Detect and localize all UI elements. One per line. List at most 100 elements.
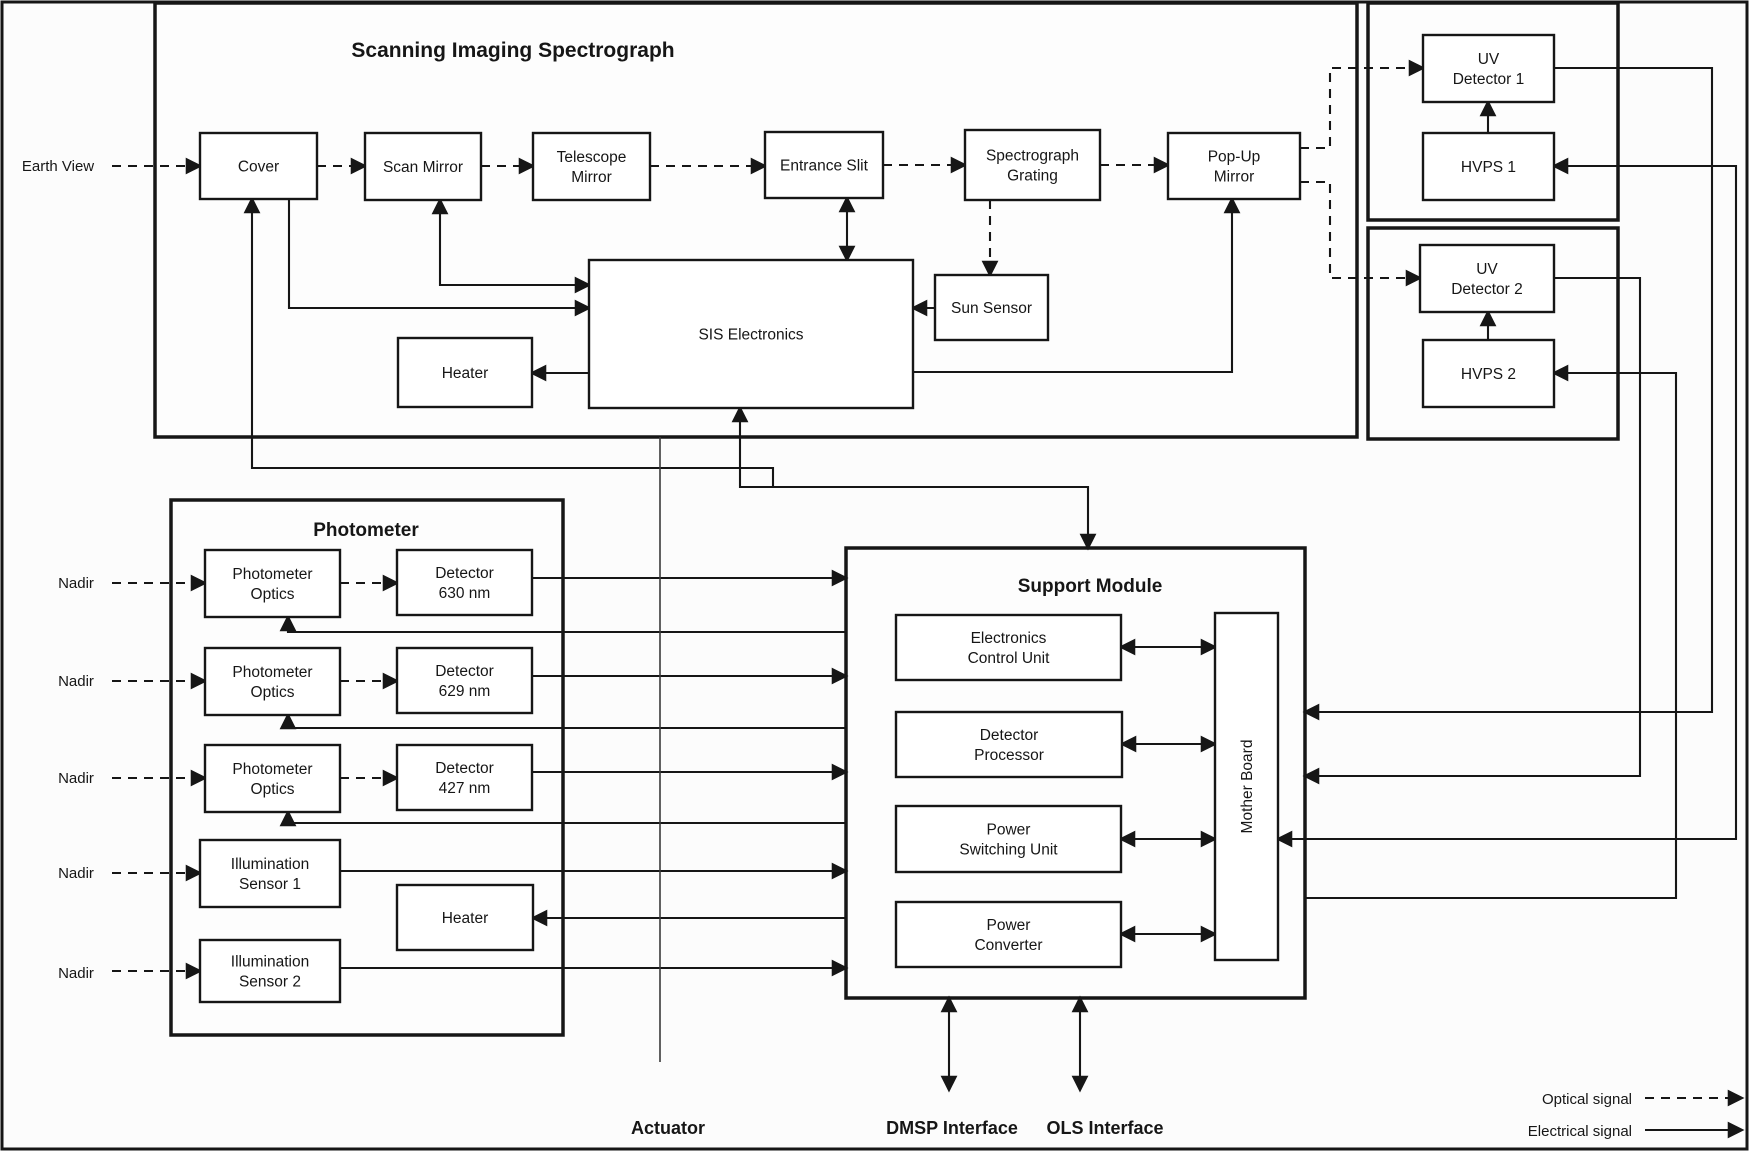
- node-entrance-slit-label: Entrance Slit: [780, 158, 869, 175]
- node-telescope-mirror-box: [531, 131, 652, 202]
- label-nadir-5: Nadir: [58, 965, 94, 982]
- label-ols-interface: OLS Interface: [1046, 1118, 1163, 1138]
- node-sis-electronics-box: [587, 258, 915, 410]
- node-detector-630nm-box: [395, 548, 534, 617]
- node-illumination-sensor-1-box: [198, 838, 342, 909]
- node-sis-heater-box: [396, 336, 534, 409]
- edge-sis-to-popup-mirror: [913, 196, 1241, 374]
- node-scan-mirror-box: [363, 131, 483, 202]
- label-nadir-4: Nadir: [58, 865, 94, 882]
- node-illumination-sensor-2-box: [198, 938, 342, 1004]
- node-power-switching-unit-box: [894, 804, 1123, 874]
- node-sun-sensor-label: Sun Sensor: [951, 300, 1032, 317]
- node-hvps-1-box: [1421, 131, 1556, 202]
- edge-scan-mirror-sis-link: [431, 197, 592, 294]
- node-popup-mirror-box: [1166, 131, 1302, 201]
- node-hvps-1: HVPS 1: [1421, 131, 1556, 202]
- node-mother-board-box: [1213, 611, 1280, 962]
- node-sis-heater-label: Heater: [442, 365, 489, 382]
- node-hvps-1-label: HVPS 1: [1461, 159, 1516, 176]
- node-photometer-optics-2-box: [203, 646, 342, 717]
- node-scan-mirror-label: Scan Mirror: [383, 159, 463, 176]
- node-scan-mirror: Scan Mirror: [363, 131, 483, 202]
- node-sis-electronics-label: SIS Electronics: [698, 327, 803, 344]
- node-sis-electronics: SIS Electronics: [587, 258, 915, 410]
- node-entrance-slit-box: [763, 130, 885, 200]
- node-cover: Cover: [198, 131, 319, 201]
- node-hvps-2-box: [1421, 338, 1556, 409]
- node-hvps-2-label: HVPS 2: [1461, 366, 1516, 383]
- node-mother-board: Mother Board: [1213, 611, 1280, 962]
- node-detector-427nm-box: [395, 743, 534, 812]
- node-sun-sensor-box: [933, 273, 1050, 342]
- node-detector-629nm-box: [395, 646, 534, 715]
- node-uv-detector-1-box: [1421, 33, 1556, 104]
- edge-support-to-hvps2: [1305, 364, 1678, 900]
- node-uv-detector-2-box: [1418, 243, 1556, 314]
- node-power-converter-box: [894, 900, 1123, 969]
- node-detector-processor-box: [894, 710, 1124, 779]
- label-nadir-3: Nadir: [58, 770, 94, 787]
- node-photometer-heater-label: Heater: [442, 910, 489, 927]
- edge-uv-detector-1-to-support: [1302, 66, 1714, 721]
- label-legend-optical: Optical signal: [1542, 1091, 1632, 1108]
- node-mother-board-label: Mother Board: [1239, 740, 1256, 834]
- edge-uv-detector-2-to-support: [1302, 276, 1642, 785]
- edge-sis-support-link: [731, 405, 1097, 551]
- label-nadir-1: Nadir: [58, 575, 94, 592]
- node-photometer-optics-1-box: [203, 548, 342, 619]
- node-sis-heater: Heater: [396, 336, 534, 409]
- node-cover-label: Cover: [238, 159, 279, 176]
- node-sun-sensor: Sun Sensor: [933, 273, 1050, 342]
- label-nadir-2: Nadir: [58, 673, 94, 690]
- node-cover-box: [198, 131, 319, 201]
- node-photometer-optics-3-box: [203, 743, 342, 814]
- label-actuator: Actuator: [631, 1118, 705, 1138]
- node-photometer-heater-box: [395, 883, 535, 952]
- enclosure-photometer-title: Photometer: [313, 520, 419, 541]
- node-hvps-2: HVPS 2: [1421, 338, 1556, 409]
- node-entrance-slit: Entrance Slit: [763, 130, 885, 200]
- node-photometer-heater: Heater: [395, 883, 535, 952]
- node-electronics-control-unit-box: [894, 613, 1123, 682]
- edge-popup-to-uv-detector-1: [1300, 59, 1426, 150]
- enclosure-sis-title: Scanning Imaging Spectrograph: [351, 39, 674, 62]
- label-earth-view: Earth View: [22, 158, 94, 175]
- label-legend-electrical: Electrical signal: [1528, 1123, 1632, 1140]
- node-spectrograph-grating-box: [963, 128, 1102, 202]
- edge-motherboard-to-hvps1: [1275, 157, 1738, 848]
